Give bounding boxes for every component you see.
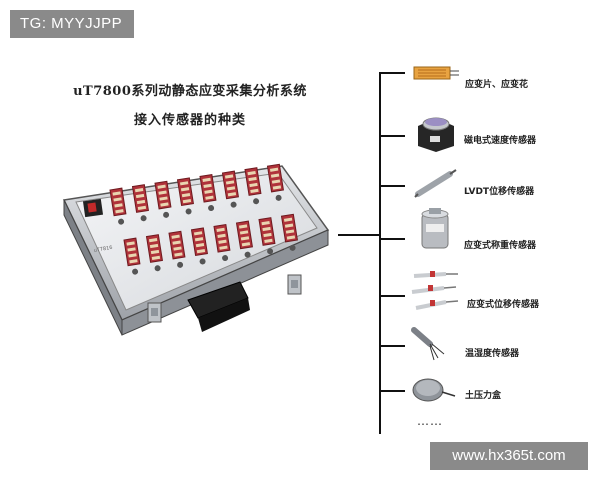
branch-line [379, 295, 405, 297]
connector-horizontal [338, 234, 380, 236]
branch-line [379, 390, 405, 392]
branch-line [379, 135, 405, 137]
connector-trunk [379, 72, 381, 434]
latch-left-icon [147, 302, 162, 323]
terminal-block [190, 227, 208, 265]
terminal-block [131, 184, 149, 222]
sensor-label-load-cell: 应变式称重传感器 [464, 241, 537, 251]
earth-pressure-cell-icon [412, 378, 456, 402]
terminal-block [244, 167, 262, 205]
sensor-label-humidity: 温湿度传感器 [465, 349, 520, 359]
terminal-block [266, 163, 284, 201]
more-sensors-ellipsis: …… [417, 414, 443, 428]
sensor-label-earth-pressure: 土压力盒 [465, 391, 502, 401]
latch-right-icon [287, 274, 302, 295]
displacement-sensor-icon [411, 271, 459, 310]
load-cell-icon [421, 208, 449, 249]
terminal-block [145, 234, 163, 272]
branch-line [379, 238, 405, 240]
terminal-block [258, 217, 276, 255]
watermark: www.hx365t.com [430, 442, 588, 470]
terminal-block [168, 230, 186, 268]
page-subtitle: 接入传感器的种类 [133, 113, 246, 128]
terminal-block [109, 187, 127, 225]
terminal-block [235, 220, 253, 258]
terminal-block [199, 173, 217, 212]
terminal-blocks [109, 163, 298, 275]
sensor-label-displacement: 应变式位移传感器 [467, 300, 540, 310]
branch-line [379, 185, 405, 187]
branch-line [379, 345, 405, 347]
humidity-sensor-icon [411, 327, 445, 361]
terminal-block [213, 223, 231, 262]
terminal-block [123, 237, 141, 275]
svg-text:uT7816: uT7816 [93, 245, 113, 254]
terminal-block [280, 213, 298, 251]
branch-line [379, 72, 405, 74]
lvdt-sensor-icon [414, 169, 457, 198]
title-block: uT7800系列动静态应变采集分析系统 接入传感器的种类 [40, 80, 340, 128]
terminal-block [176, 177, 194, 215]
terminal-block [221, 170, 239, 208]
strain-gauge-icon [413, 66, 459, 80]
case-handle-icon [187, 281, 250, 332]
sensor-label-velocity: 磁电式速度传感器 [464, 136, 537, 146]
sensor-label-lvdt: LVDT位移传感器 [464, 187, 535, 197]
corner-tag: TG: MYYJJPP [10, 10, 135, 38]
terminal-block [154, 180, 172, 218]
page-title: uT7800系列动静态应变采集分析系统 [73, 84, 307, 99]
velocity-sensor-icon [418, 117, 454, 152]
sensor-label-strain-gauge: 应变片、应变花 [465, 80, 529, 90]
